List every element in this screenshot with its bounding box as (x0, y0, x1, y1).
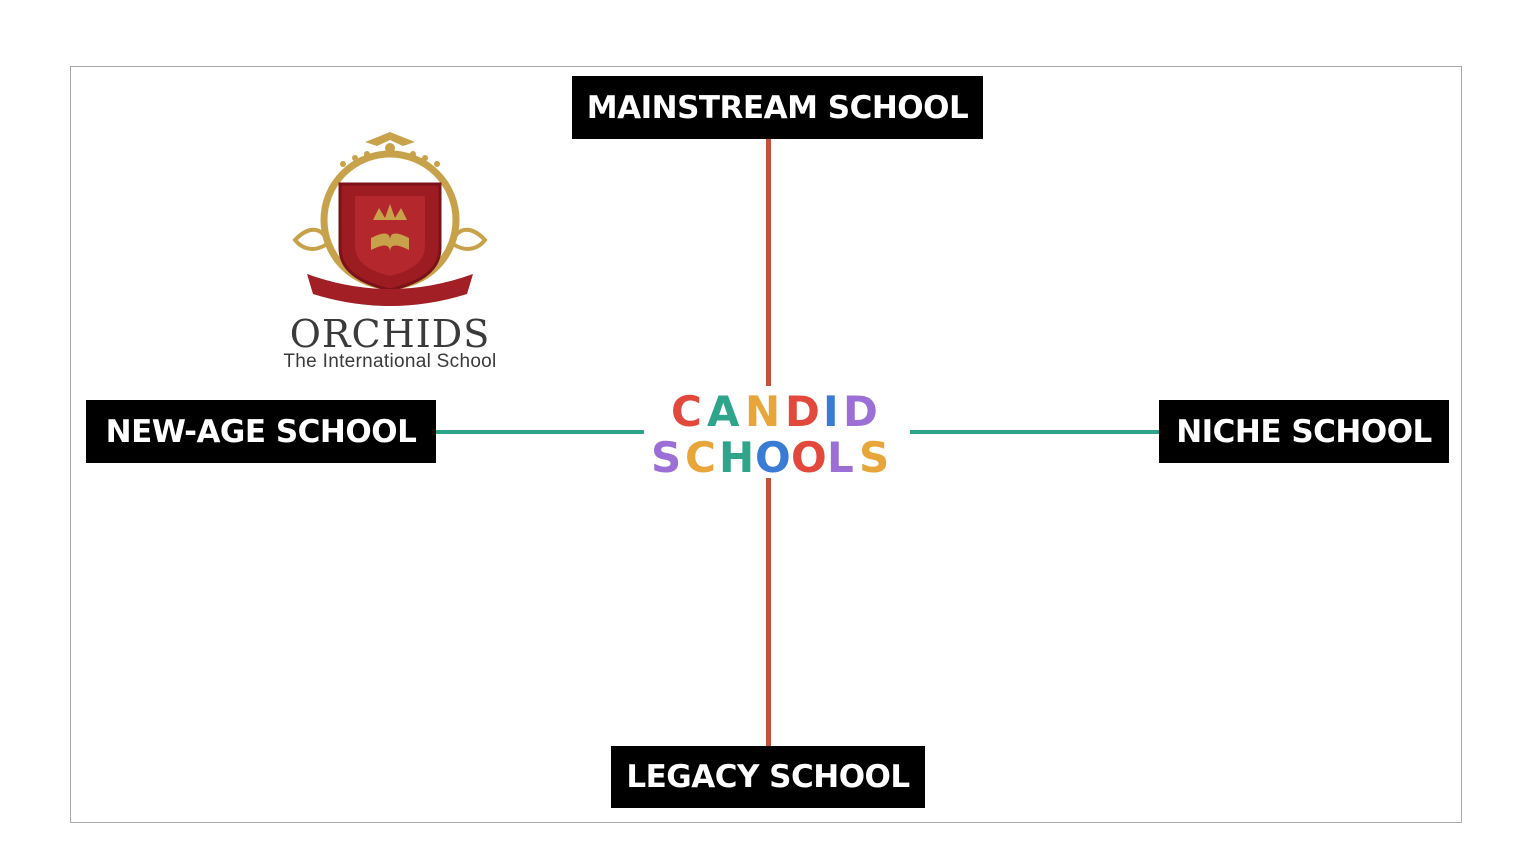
label-new-age-school: NEW-AGE SCHOOL (86, 400, 436, 463)
orchids-school-name: ORCHIDS (289, 312, 491, 356)
label-legacy-school: LEGACY SCHOOL (611, 746, 925, 808)
svg-text:H: H (719, 433, 754, 480)
svg-text:S: S (651, 433, 681, 480)
label-niche-school: NICHE SCHOOL (1159, 400, 1449, 463)
svg-text:C: C (671, 387, 702, 436)
svg-text:N: N (745, 387, 780, 436)
orchids-crest-icon (292, 132, 488, 306)
svg-text:S: S (859, 433, 889, 480)
svg-text:A: A (707, 387, 740, 436)
horizontal-axis-right (910, 430, 1160, 434)
candid-schools-logo: C A N D I D S C H O O L S (651, 387, 889, 480)
horizontal-axis-left (434, 430, 644, 434)
svg-text:D: D (843, 387, 878, 436)
svg-text:C: C (685, 433, 716, 480)
svg-text:L: L (827, 433, 854, 480)
label-mainstream-school: MAINSTREAM SCHOOL (572, 76, 983, 139)
vertical-axis-bottom (766, 478, 771, 748)
svg-text:I: I (823, 387, 839, 436)
vertical-axis-top (766, 138, 771, 386)
orchids-school-logo: ORCHIDS The International School (255, 128, 525, 378)
orchids-school-subtitle: The International School (283, 351, 497, 372)
svg-text:O: O (755, 433, 791, 480)
svg-text:D: D (785, 387, 820, 436)
svg-text:O: O (791, 433, 827, 480)
